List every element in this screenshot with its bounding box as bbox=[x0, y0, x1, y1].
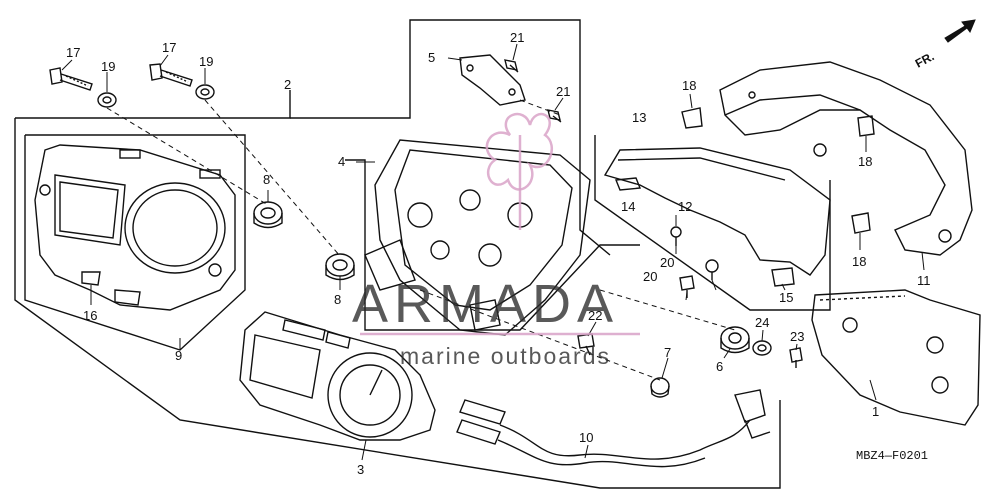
screw-17-left-part bbox=[49, 67, 93, 91]
callout-5: 5 bbox=[428, 50, 435, 65]
grommet-6-part bbox=[720, 326, 750, 354]
callout-12: 12 bbox=[678, 199, 692, 214]
callout-24: 24 bbox=[755, 315, 769, 330]
panel-1-part bbox=[811, 289, 981, 426]
meter-case-4-part bbox=[364, 139, 591, 336]
callout-13: 13 bbox=[632, 110, 646, 125]
armada-watermark: ARMADA marine outboards bbox=[352, 113, 640, 369]
watermark-tagline: marine outboards bbox=[400, 343, 611, 369]
callout-4: 4 bbox=[338, 154, 345, 169]
callout-16: 16 bbox=[83, 308, 97, 323]
callout-labels: 17 19 17 19 2 5 21 21 4 8 8 13 18 18 18 … bbox=[66, 30, 931, 477]
callout-17-right: 17 bbox=[162, 40, 176, 55]
callout-21-upper: 21 bbox=[510, 30, 524, 45]
front-direction-label: FR. bbox=[913, 49, 937, 70]
clip-18-right-part bbox=[857, 115, 875, 137]
callout-9: 9 bbox=[175, 348, 182, 363]
diagram-code: MBZ4—F0201 bbox=[856, 449, 928, 463]
callout-19-left: 19 bbox=[101, 59, 115, 74]
callout-2: 2 bbox=[284, 77, 291, 92]
screw-23-part bbox=[789, 347, 803, 368]
watermark-anchor-icon bbox=[485, 113, 554, 191]
callout-6: 6 bbox=[716, 359, 723, 374]
bracket-line-2-top bbox=[15, 90, 291, 119]
bracket-line-4 bbox=[345, 159, 640, 331]
clip-18-lower-part bbox=[851, 212, 871, 234]
meter-visor-part bbox=[34, 144, 236, 311]
callout-20-left: 20 bbox=[660, 255, 674, 270]
callout-18-lower: 18 bbox=[852, 254, 866, 269]
callout-18-right: 18 bbox=[858, 154, 872, 169]
washer-19-right-part bbox=[195, 84, 215, 100]
screw-21-upper-part bbox=[504, 59, 519, 73]
callout-3: 3 bbox=[357, 462, 364, 477]
grommet-upper-part bbox=[253, 201, 283, 229]
washer-24-part bbox=[752, 340, 772, 356]
inner-cover-13-part bbox=[603, 147, 831, 276]
bracket-line-2-right bbox=[290, 19, 611, 256]
meter-unit-3-part bbox=[239, 311, 436, 441]
callout-18-upper: 18 bbox=[682, 78, 696, 93]
callout-8-lower: 8 bbox=[334, 292, 341, 307]
callout-8-upper: 8 bbox=[263, 172, 270, 187]
callout-10: 10 bbox=[579, 430, 593, 445]
watermark-brand: ARMADA bbox=[352, 274, 619, 334]
screw-21-lower-part bbox=[547, 109, 562, 123]
callout-22: 22 bbox=[588, 308, 602, 323]
callout-15: 15 bbox=[779, 290, 793, 305]
nut-7-part bbox=[650, 377, 670, 398]
callout-11: 11 bbox=[917, 273, 931, 288]
washer-19-left-part bbox=[97, 92, 117, 108]
callout-1: 1 bbox=[872, 404, 879, 419]
bracket-line-2 bbox=[14, 118, 781, 489]
clip-15-part bbox=[771, 267, 795, 287]
callout-21-lower: 21 bbox=[556, 84, 570, 99]
bracket-line-13 bbox=[594, 135, 831, 311]
callout-19-right: 19 bbox=[199, 54, 213, 69]
screw-17-right-part bbox=[149, 63, 193, 87]
clip-18-upper-part bbox=[681, 107, 703, 129]
meter-cover-11-part bbox=[719, 61, 973, 256]
wire-harness-10-part bbox=[456, 389, 771, 468]
bracket-line-9 bbox=[24, 134, 246, 351]
callout-17-left: 17 bbox=[66, 45, 80, 60]
callout-20-middle: 20 bbox=[643, 269, 657, 284]
callout-7: 7 bbox=[664, 345, 671, 360]
callout-14: 14 bbox=[621, 199, 635, 214]
front-direction-arrow-icon bbox=[944, 19, 976, 43]
screw-20-right-part bbox=[705, 259, 719, 280]
grommet-lower-part bbox=[325, 253, 355, 281]
meter-stay-5-part bbox=[459, 54, 526, 106]
callout-23: 23 bbox=[790, 329, 804, 344]
screw-20-upper-part bbox=[670, 226, 682, 246]
